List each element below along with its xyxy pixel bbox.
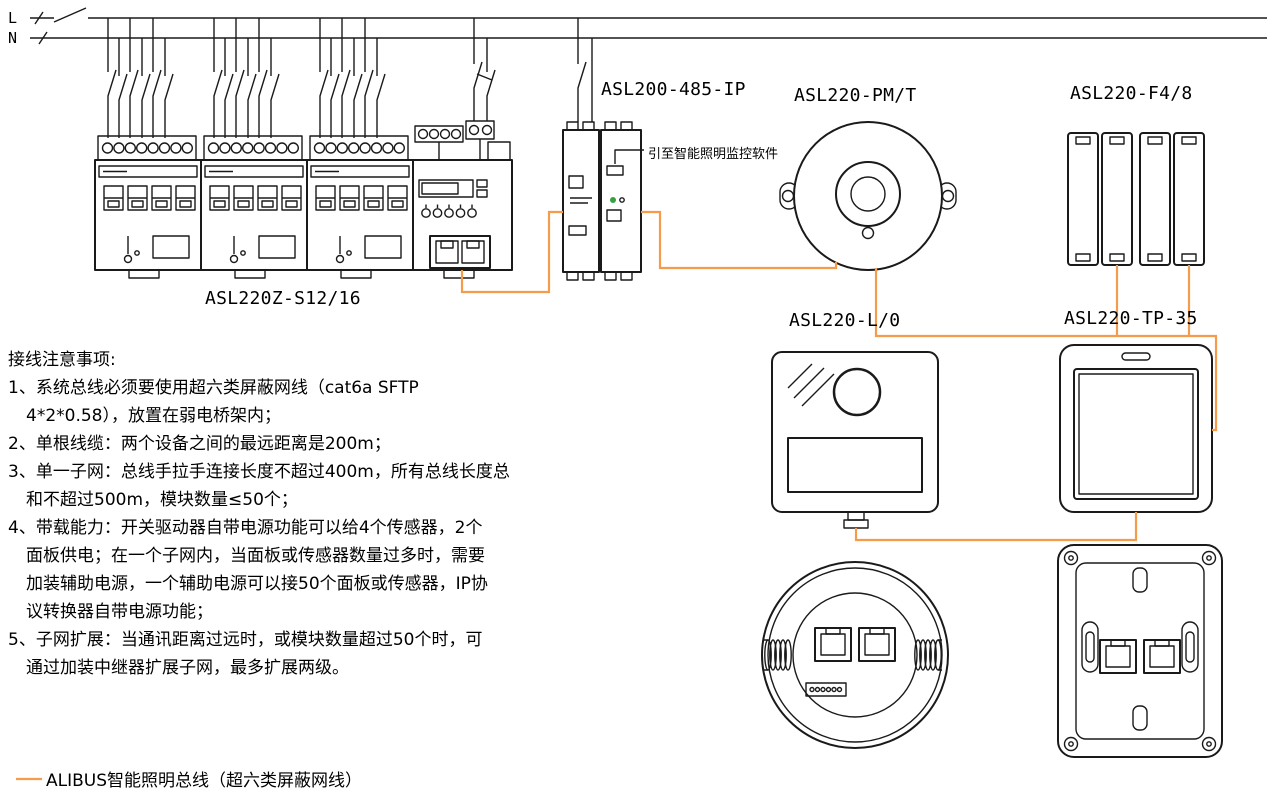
mounting-slot [1181, 621, 1199, 673]
note-line: 2、单根线缆：两个设备之间的最远距离是200m； [8, 434, 391, 454]
network-port [606, 165, 624, 176]
panel-plate [1139, 132, 1171, 266]
touch-panel-label: ASL220-TP-35 [1064, 308, 1198, 329]
note-line: 4、带载能力：开关驱动器自带电源功能可以给4个传感器，2个 [8, 518, 483, 538]
corner-screw [1201, 736, 1217, 752]
label-plate [787, 437, 923, 493]
speaker-slot [1121, 352, 1151, 361]
controller-power-drop [486, 38, 496, 121]
din-driver-label: ASL220Z-S12/16 [205, 288, 361, 309]
line-break-marks [34, 11, 48, 45]
bus-pm-to-panels [874, 268, 1218, 432]
power-line-l-label: L [8, 9, 18, 27]
sensor-led [861, 226, 875, 240]
driver-section [201, 160, 307, 278]
ip-converter-label: ASL200-485-IP [601, 79, 746, 100]
note-line: 3、单一子网：总线手拉手连接长度不超过400m，所有总线长度总 [8, 462, 510, 482]
legend-label: ALIBUS智能照明总线（超六类屏蔽网线） [46, 771, 363, 791]
sensor-dome [835, 161, 901, 227]
ip-converter-module [562, 121, 644, 281]
cable-gland [847, 511, 865, 521]
controller-section [412, 120, 513, 279]
software-annotation: 引至智能照明监控软件 [648, 147, 779, 162]
panel-plate [1101, 132, 1133, 266]
sensor-window [832, 367, 882, 417]
panel-plate [1067, 132, 1099, 266]
pm-sensor [779, 121, 957, 271]
ink-layer [30, 7, 1267, 758]
panel-plate [1173, 132, 1205, 266]
hatch-marks [787, 363, 835, 407]
driver-section [95, 160, 201, 278]
panel-back-view [1057, 544, 1223, 758]
lcd-display [418, 179, 474, 198]
f-module-label: ASL220-F4/8 [1070, 83, 1193, 104]
switch-driver-module [95, 120, 513, 279]
converter-power-drop [577, 18, 587, 122]
mounting-slot [1132, 567, 1148, 593]
terminal-strip [309, 135, 409, 161]
note-line: 5、子网扩展：当通讯距离过远时，或模块数量超过50个时，可 [8, 630, 483, 650]
bus-driver-to-converter [460, 210, 563, 294]
clip-arms [764, 639, 942, 671]
note-line: 和不超过500m，模块数量≤50个； [26, 490, 298, 510]
mounting-slot [1081, 621, 1099, 673]
touch-screen [1073, 368, 1199, 500]
bus-port [606, 209, 622, 222]
note-line: 1、系统总线必须要使用超六类屏蔽网线（cat6a SFTP [8, 378, 419, 398]
status-led [610, 197, 616, 203]
power-lines [30, 7, 1267, 45]
wiring-notes: 接线注意事项: 1、系统总线必须要使用超六类屏蔽网线（cat6a SFTP 4*… [8, 346, 628, 682]
pm-sensor-label: ASL220-PM/T [794, 85, 917, 106]
sensor-back-view [761, 561, 949, 749]
cable-gland [843, 519, 869, 529]
l-sensor-label: ASL220-L/0 [789, 310, 901, 331]
pin-header [805, 682, 847, 697]
note-line: 面板供电；在一个子网内，当面板或传感器数量过多时，需要 [26, 546, 485, 566]
touch-panel [1059, 344, 1213, 513]
note-line: 通过加装中继器扩展子网，最多扩展两级。 [26, 658, 349, 678]
alibus-bus-lines [16, 210, 1218, 781]
mounting-slot [1132, 705, 1148, 731]
l-sensor-box [771, 351, 939, 529]
terminal-strip [203, 135, 303, 161]
corner-screw [1063, 550, 1079, 566]
rj45-port [429, 235, 491, 269]
corner-screw [1063, 736, 1079, 752]
bus-f-module-stubs [1115, 265, 1191, 336]
f-panel-modules [1067, 132, 1205, 266]
main-switch-blade [53, 7, 87, 23]
note-line: 4*2*0.58），放置在弱电桥架内； [26, 406, 281, 426]
bus-converter-to-pm [641, 210, 838, 270]
controller-buttons [421, 204, 477, 218]
note-line: 议转换器自带电源功能； [26, 602, 213, 622]
power-line-n-label: N [8, 29, 18, 47]
terminal-strip [97, 135, 197, 161]
annotation-leader-line [614, 149, 644, 164]
note-line: 加装辅助电源，一个辅助电源可以接50个面板或传感器，IP协 [26, 574, 488, 594]
controller-power-drop [473, 18, 483, 121]
notes-title: 接线注意事项: [8, 350, 116, 370]
pole-tie [476, 73, 493, 81]
driver-section [307, 160, 413, 278]
breaker-drops [107, 17, 593, 139]
corner-screw [1201, 550, 1217, 566]
bus-touchpanel-to-sensor [854, 512, 1138, 542]
